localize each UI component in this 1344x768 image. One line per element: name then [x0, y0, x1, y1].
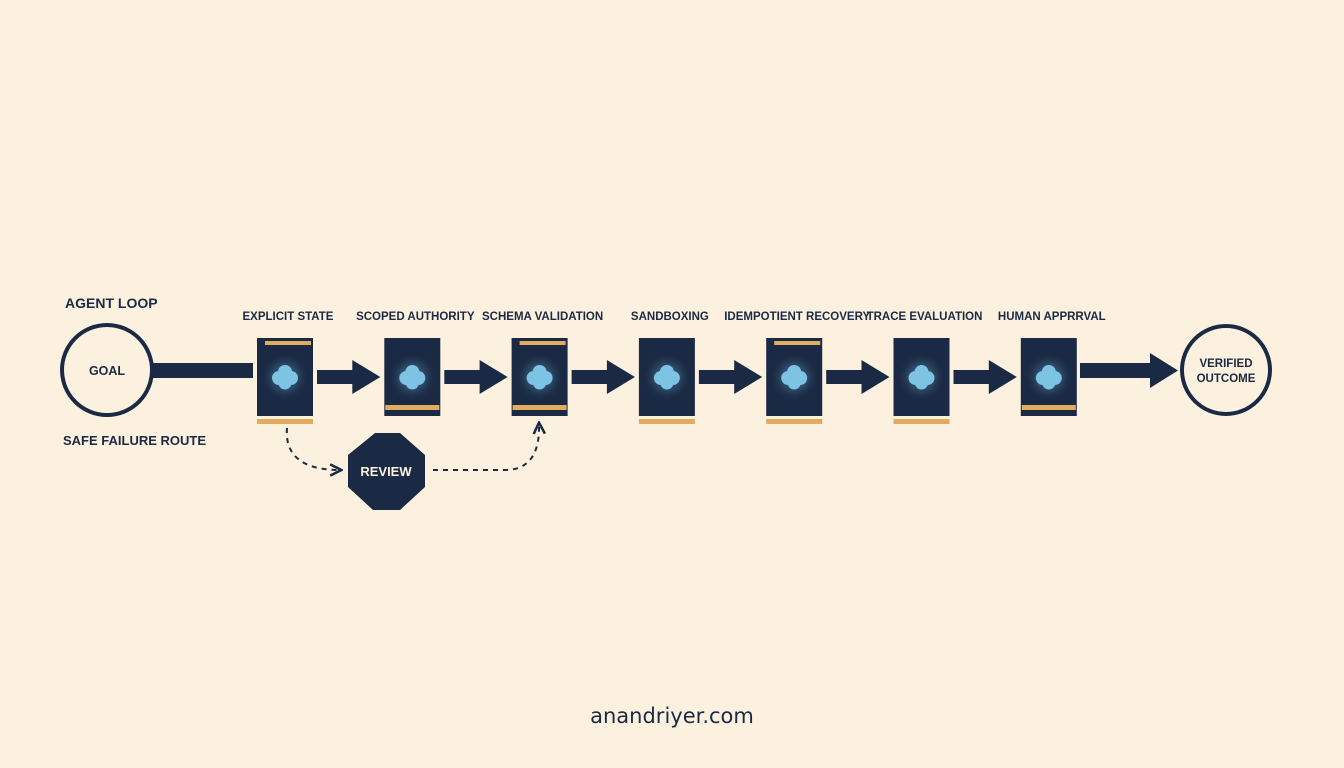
stage-1: EXPLICIT STATE [243, 311, 334, 424]
footer-site-name: anandriyer.com [590, 704, 754, 728]
stage-4: SANDBOXING [631, 311, 709, 424]
arrow-1 [317, 360, 381, 394]
stage-label: TRACE EVALUATION [867, 311, 983, 323]
verified-outcome-node: VERIFIED OUTCOME [1180, 324, 1272, 416]
outcome-label-line1: VERIFIED [1199, 358, 1252, 370]
stage-2: SCOPED AUTHORITY [356, 311, 475, 416]
stage-label: SCOPED AUTHORITY [356, 311, 475, 323]
stage-label: IDEMPOTIENT RECOVERY [724, 311, 870, 323]
stage-label: SCHEMA VALIDATION [482, 311, 603, 323]
stages: EXPLICIT STATE SCOPED AUTHORITY SCHEMA VAL… [243, 311, 1106, 424]
cloud-icon [908, 365, 935, 390]
stage-6: TRACE EVALUATION [867, 311, 983, 424]
stage-7: HUMAN APPRRVAL [998, 311, 1106, 416]
stage-5: IDEMPOTIENT RECOVERY [724, 311, 870, 424]
outcome-arrow [1080, 353, 1178, 388]
stage-underline [638, 419, 695, 424]
cloud-icon [526, 365, 553, 390]
stage-top-bar [265, 341, 311, 345]
goal-label: GOAL [89, 364, 125, 378]
stage-label: HUMAN APPRRVAL [998, 311, 1106, 323]
stage-underline [257, 419, 313, 424]
cloud-icon [272, 365, 298, 390]
review-label: REVIEW [360, 464, 412, 479]
stage-underline [766, 419, 823, 424]
stage-top-bar [519, 341, 566, 345]
outcome-label-line2: OUTCOME [1197, 373, 1256, 385]
cloud-icon [399, 365, 426, 390]
stage-top-bar [774, 341, 821, 345]
failure-route-back [433, 424, 539, 471]
cloud-icon [653, 365, 680, 390]
arrow-4 [698, 360, 763, 394]
stage-bottom-bar [512, 405, 567, 410]
arrow-3 [571, 360, 635, 394]
cloud-icon [781, 365, 808, 390]
stage-underline [893, 419, 950, 424]
stage-label: EXPLICIT STATE [243, 311, 334, 323]
goal-node: GOAL [60, 323, 154, 417]
stage-label: SANDBOXING [631, 311, 709, 323]
arrow-2 [444, 360, 508, 394]
stage-arrows [317, 360, 1017, 394]
goal-connector [152, 363, 253, 378]
safe-failure-route-label: SAFE FAILURE ROUTE [63, 433, 206, 448]
octagon-icon [348, 433, 425, 510]
review-node: REVIEW [348, 433, 425, 510]
stage-3: SCHEMA VALIDATION [482, 311, 603, 416]
stage-bottom-bar [1021, 405, 1076, 410]
cloud-icon [1035, 365, 1062, 390]
arrow-5 [826, 360, 890, 394]
agent-loop-label: AGENT LOOP [65, 295, 158, 311]
arrow-6 [953, 360, 1017, 394]
failure-route-out [285, 427, 340, 470]
stage-bottom-bar [385, 405, 440, 410]
